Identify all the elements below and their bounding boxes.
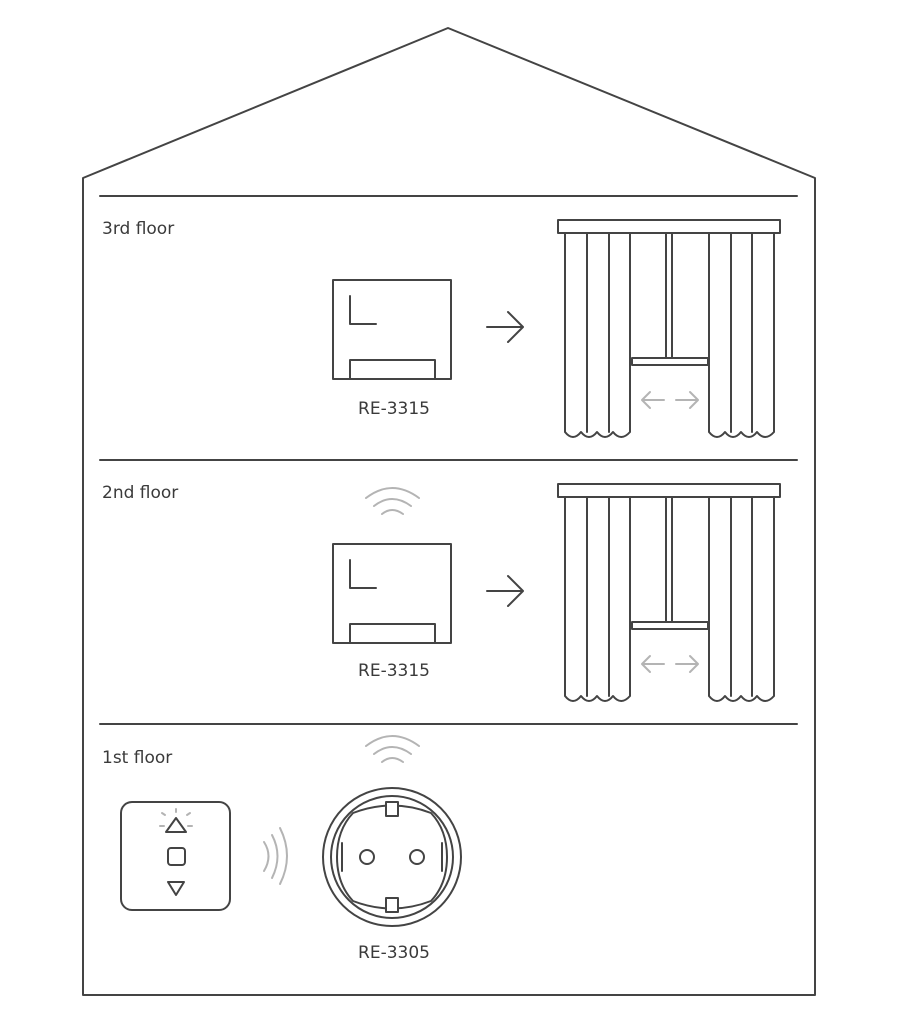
- floor-1-device-label: RE-3305: [358, 943, 430, 963]
- floor-2: 2nd floor RE-3315: [102, 483, 781, 702]
- relay-device-icon: [332, 279, 452, 380]
- arrow-right-icon: [486, 311, 524, 343]
- curtain-icon: [557, 483, 781, 702]
- wireless-signal-icon: [263, 827, 288, 885]
- floor-3-device-label: RE-3315: [358, 399, 430, 419]
- curtain-icon: [557, 219, 781, 438]
- floor-2-device-label: RE-3315: [358, 661, 430, 681]
- wireless-signal-icon: [365, 735, 420, 763]
- floor-1: 1st floor: [102, 735, 462, 963]
- relay-device-icon: [332, 543, 452, 644]
- floor-1-label: 1st floor: [102, 748, 172, 768]
- open-close-arrows-icon: [641, 391, 699, 409]
- wireless-signal-icon: [365, 487, 420, 515]
- house-outline: [82, 27, 816, 996]
- power-socket-icon: [322, 787, 462, 927]
- floor-3-label: 3rd floor: [102, 219, 174, 239]
- arrow-right-icon: [486, 575, 524, 607]
- floor-3: 3rd floor RE-3315: [102, 219, 781, 438]
- floor-2-label: 2nd floor: [102, 483, 178, 503]
- open-close-arrows-icon: [641, 655, 699, 673]
- wall-switch-icon: [120, 801, 231, 911]
